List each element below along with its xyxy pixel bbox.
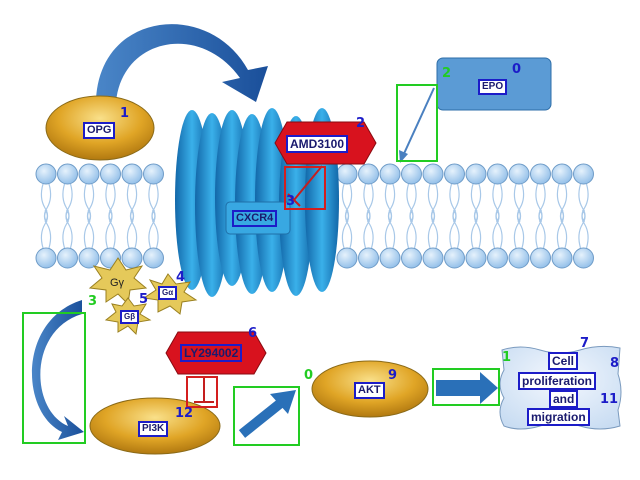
opg-to-cxcr4-arrow <box>96 24 268 102</box>
marker-8-outcome: 8 <box>610 356 620 371</box>
g-alpha-label: Gα <box>158 286 178 300</box>
epo-label: EPO <box>478 79 508 95</box>
annotation-box-pi3k-akt-arrow <box>233 386 300 446</box>
marker-6-ly294002: 6 <box>248 326 258 341</box>
pi3k-to-akt-arrow <box>238 398 286 438</box>
outcome-line-2: proliferation <box>518 372 597 390</box>
marker-11-outcome: 11 <box>600 392 619 407</box>
marker-green-3: 3 <box>88 294 98 309</box>
annotation-box-amd3100-inhibition <box>284 166 326 210</box>
annotation-box-epo-arrow <box>396 84 438 162</box>
marker-9-akt: 9 <box>388 368 398 383</box>
annotation-box-ly294002-inhibition <box>186 376 218 408</box>
marker-12-pi3k: 12 <box>175 406 194 421</box>
cell-membrane <box>35 163 594 269</box>
akt-label: AKT <box>354 382 385 399</box>
marker-green-2: 2 <box>442 66 452 81</box>
marker-5-g-beta: 5 <box>139 292 149 307</box>
annotation-box-akt-outcome-arrow <box>432 368 500 406</box>
marker-0-epo: 0 <box>512 62 522 77</box>
outcome-line-4: migration <box>527 408 590 426</box>
marker-7-outcome: 7 <box>580 336 590 351</box>
cxcr4-label: CXCR4 <box>232 210 278 227</box>
ly294002-label: LY294002 <box>180 344 243 362</box>
g-gamma-label: Gγ <box>110 277 125 289</box>
pi3k-label: PI3K <box>138 421 169 437</box>
annotation-box-curved-arrow <box>22 312 86 444</box>
opg-label: OPG <box>83 122 116 139</box>
marker-1-opg: 1 <box>120 106 130 121</box>
g-beta-label: Gβ <box>120 310 140 324</box>
marker-4-g-alpha: 4 <box>176 270 186 285</box>
outcome-line-3: and <box>549 390 579 408</box>
amd3100-inhibition <box>293 165 323 201</box>
marker-3-inhibition: 3 <box>286 194 296 209</box>
akt-to-outcome-arrow <box>436 380 480 396</box>
outcome-line-1: Cell <box>548 352 579 370</box>
marker-2-amd3100: 2 <box>356 116 366 131</box>
g-protein-to-pi3k-arrow <box>31 300 84 440</box>
g-gamma-node <box>88 257 148 306</box>
marker-green-1: 1 <box>502 350 512 365</box>
amd3100-label: AMD3100 <box>286 135 349 153</box>
marker-green-0: 0 <box>304 368 314 383</box>
epo-to-cxcr4-arrow <box>401 87 435 159</box>
